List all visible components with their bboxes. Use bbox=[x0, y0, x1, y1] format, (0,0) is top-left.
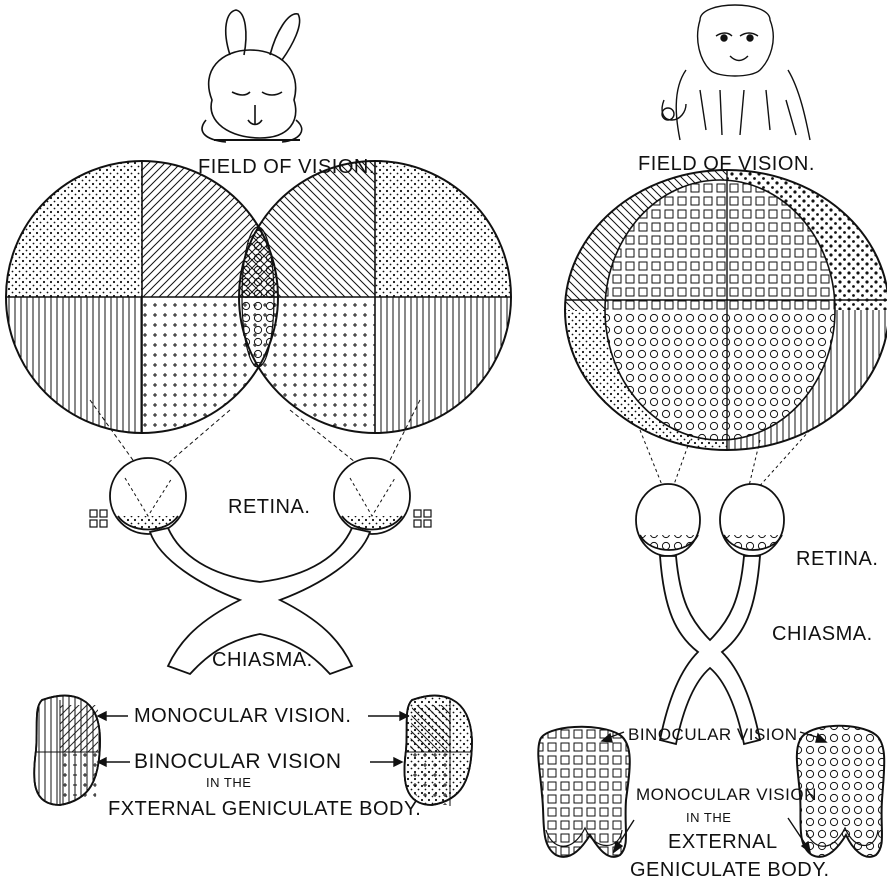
right-binocular-label: BINOCULAR VISION. bbox=[628, 725, 803, 744]
left-geniculate-right bbox=[404, 696, 472, 806]
right-chiasma-label: CHIASMA. bbox=[772, 623, 873, 645]
left-binocular-overlap bbox=[242, 227, 274, 367]
right-geniculate-left bbox=[538, 727, 629, 857]
right-monocular-label: MONOCULAR VISION bbox=[636, 785, 817, 804]
left-visual-field-right-eye bbox=[239, 161, 511, 433]
right-retina-eyes bbox=[636, 484, 784, 556]
right-in-the-label: IN THE bbox=[686, 810, 731, 825]
right-external-label: EXTERNAL bbox=[668, 831, 778, 853]
left-retina-label: RETINA. bbox=[228, 496, 310, 518]
left-geniculate-left bbox=[34, 696, 100, 806]
left-visual-field-left-eye bbox=[6, 161, 278, 433]
left-in-the-label: IN THE bbox=[206, 775, 251, 790]
monkey-illustration bbox=[662, 5, 810, 140]
left-monocular-label: MONOCULAR VISION. bbox=[134, 705, 351, 727]
right-geniculate-body-label: GENICULATE BODY. bbox=[630, 859, 830, 881]
left-geniculate-body-label: FXTERNAL GENICULATE BODY. bbox=[108, 798, 421, 820]
rabbit-illustration bbox=[202, 10, 302, 142]
right-optic-nerves-chiasma bbox=[660, 556, 760, 744]
left-binocular-label: BINOCULAR VISION bbox=[134, 750, 342, 773]
right-visual-field bbox=[565, 170, 887, 450]
left-chiasma-label: CHIASMA. bbox=[212, 649, 313, 671]
right-retina-label: RETINA. bbox=[796, 548, 878, 570]
